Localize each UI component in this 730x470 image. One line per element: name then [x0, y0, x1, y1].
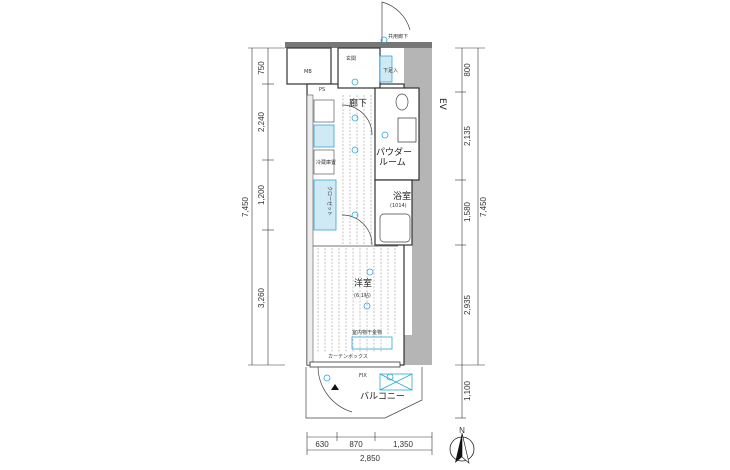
entrance-area — [337, 47, 381, 89]
balcony-door — [317, 366, 353, 413]
label-bathroom: 浴室 — [393, 190, 411, 202]
label-fix: FIX — [359, 373, 367, 379]
dim-right-total: 7,450 — [479, 196, 488, 217]
dim-right-5: 1,100 — [463, 380, 472, 401]
north-arrow-icon: N — [449, 426, 475, 464]
dim-left-1: 750 — [257, 61, 266, 75]
label-closet: クローゼット — [326, 186, 333, 216]
label-balcony: バルコニー — [360, 391, 405, 402]
mb-box — [286, 47, 332, 85]
closet — [313, 179, 337, 231]
top-wall — [285, 42, 432, 48]
drying-rack — [351, 336, 393, 350]
dim-bottom-1: 630 — [315, 440, 329, 449]
dim-left-total: 7,450 — [241, 196, 250, 217]
window-sash — [309, 361, 401, 368]
label-curtain-box: カーテンボックス — [328, 353, 368, 360]
fridge-space — [313, 149, 335, 175]
label-powder-room-1: パウダー — [376, 146, 412, 158]
label-entrance: 玄関 — [346, 55, 356, 62]
drain-marker — [331, 384, 339, 390]
label-powder-room-2: ルーム — [379, 157, 406, 168]
left-wall — [306, 94, 314, 366]
right-dimensions — [455, 47, 485, 419]
dim-bottom-total: 2,850 — [360, 454, 381, 463]
kitchen-sink — [313, 124, 335, 148]
dim-bottom-2: 870 — [349, 440, 363, 449]
label-drying-hardware: 室内物干金物 — [352, 329, 382, 336]
outlets — [323, 36, 394, 382]
label-shoe-storage: 下足入 — [383, 68, 398, 74]
stove — [313, 99, 335, 123]
room-door — [341, 214, 373, 246]
label-western-room-size: (6.1帖) — [354, 292, 371, 299]
dim-bottom-3: 1,350 — [393, 440, 414, 449]
label-bathroom-size: (1014) — [390, 203, 407, 209]
dim-right-1: 800 — [463, 63, 472, 77]
label-western-room: 洋室 — [354, 277, 372, 289]
dim-left-3: 1,200 — [257, 184, 266, 205]
label-ps: PS — [319, 87, 325, 93]
label-hallway: 廊下 — [349, 97, 367, 109]
bathroom-area — [374, 179, 413, 246]
ac-unit — [379, 373, 413, 391]
hall-door — [341, 104, 373, 136]
room-flooring — [317, 248, 396, 352]
dim-right-4: 2,935 — [463, 294, 472, 315]
label-fridge: 冷蔵庫置 — [316, 159, 336, 166]
label-common-corridor: 共用廊下 — [388, 33, 408, 40]
left-dimensions — [248, 47, 285, 366]
dim-right-3: 1,580 — [463, 201, 472, 222]
dim-left-2: 2,240 — [257, 111, 266, 132]
shoe-storage — [379, 55, 393, 83]
washer-space — [397, 117, 417, 143]
compass-label: N — [459, 426, 465, 435]
bottom-dimensions — [306, 432, 433, 455]
entrance-door — [381, 1, 411, 42]
balcony-outline — [305, 367, 423, 419]
toilet — [395, 93, 409, 111]
label-ev: EV — [437, 98, 447, 111]
dim-right-2: 2,135 — [463, 125, 472, 146]
bathtub — [379, 213, 411, 243]
dim-left-4: 3,260 — [257, 287, 266, 308]
label-mb: MB — [304, 69, 312, 75]
